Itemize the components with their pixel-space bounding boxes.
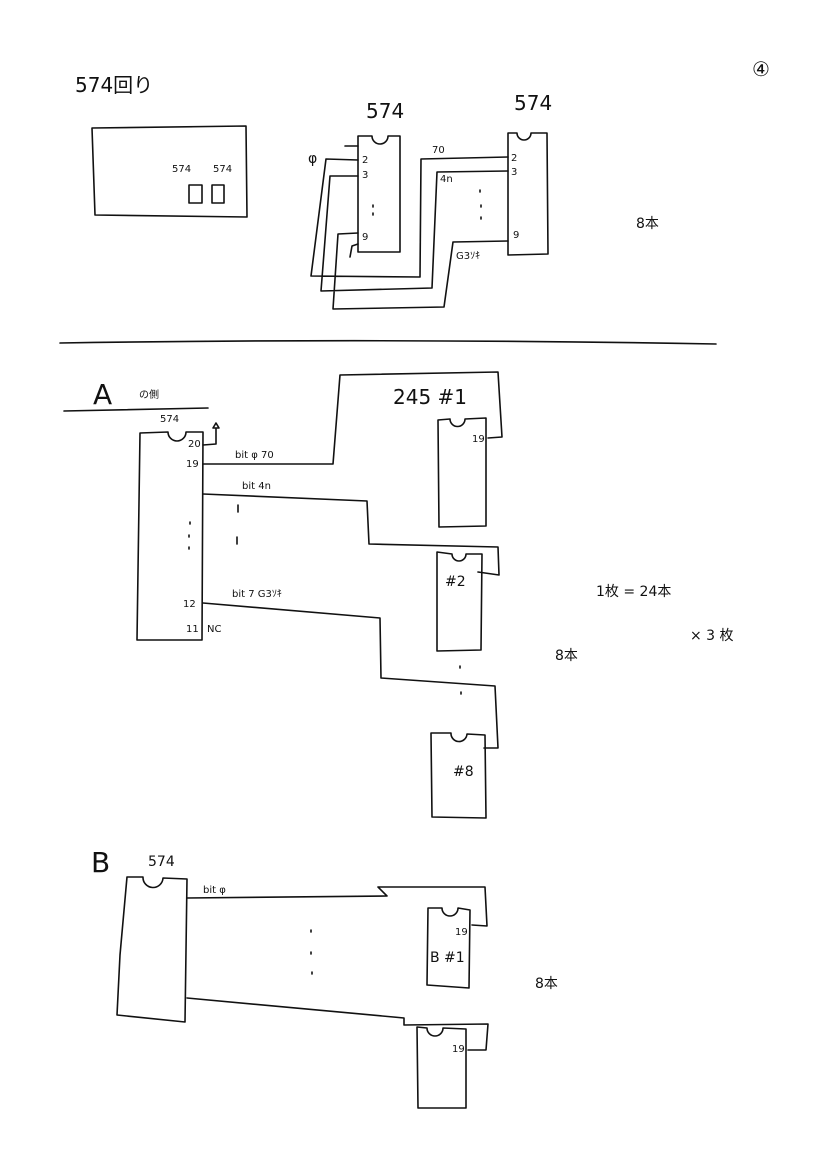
chip-a-label: 574 [160,414,179,425]
section-a-count: 8本 [555,648,578,664]
top-title: 574回り [75,73,153,97]
pin-9-left: 9 [362,232,368,243]
card-chip-label-2: 574 [213,164,232,175]
chip-right-label: 574 [514,91,552,115]
chip-b-245-2 [416,1026,467,1109]
card-chip-1 [188,184,203,204]
signal-g3: G3ｿｷ [456,251,480,262]
chip-b-245-1 [426,907,471,989]
pin-3-left: 3 [362,170,368,181]
section-b-wires [186,886,489,1051]
pin-19: 19 [186,459,199,470]
wire-bit0: bit φ 70 [235,450,274,461]
chip-245-2-label: #2 [445,574,466,590]
board-multiplier: × 3 枚 [690,628,734,644]
chip-245-8 [430,732,487,819]
chip-245-1 [437,417,487,528]
top-count: 8本 [636,216,659,232]
top-ellipsis [372,189,482,220]
chip-b-2-pin: 19 [452,1044,465,1055]
pin-20: 20 [188,439,201,450]
signal-phi: φ [308,151,317,167]
pin-2-right: 2 [511,153,517,164]
chip-574-left [357,135,401,253]
total-per-board: 1枚 = 24本 [596,584,671,600]
section-a-subtitle: の側 [139,388,159,401]
wire-bit7: bit 7 G3ｿｷ [232,589,282,600]
pin-12: 12 [183,599,196,610]
target-245-label: 245 #1 [393,385,467,409]
signal-70: 70 [432,145,445,156]
top-wires [310,145,509,310]
signal-4n: 4n [440,174,453,185]
section-a-underline [63,407,209,412]
section-b-ellipsis [310,929,313,975]
section-a-wires [202,371,503,749]
pin-9-right: 9 [513,230,519,241]
card-chip-label-1: 574 [172,164,191,175]
section-a-title: A [93,378,112,411]
vcc-arrow [202,422,220,446]
chip-b-1-label: B #1 [430,950,465,966]
chip-b-574 [116,876,188,1023]
section-b-count: 8本 [535,976,558,992]
chip-245-2 [436,551,483,652]
nc-label: NC [207,624,221,635]
section-a-ellipsis [188,504,462,695]
pin-11: 11 [186,624,199,635]
pin-2-left: 2 [362,155,368,166]
board-outline [91,125,248,218]
section-divider [59,339,717,345]
page-number: ④ [752,57,770,81]
wire-bit4: bit 4n [242,481,271,492]
section-b-title: B [91,846,110,879]
chip-a-574 [136,431,204,641]
pin-3-right: 3 [511,167,517,178]
wire-b-bit0: bit φ [203,885,226,896]
chip-b-label: 574 [148,854,175,870]
chip-245-1-pin: 19 [472,434,485,445]
chip-left-label: 574 [366,99,404,123]
card-chip-2 [211,184,225,204]
chip-574-right [507,132,549,256]
chip-b-1-pin: 19 [455,927,468,938]
chip-245-8-label: #8 [453,764,474,780]
